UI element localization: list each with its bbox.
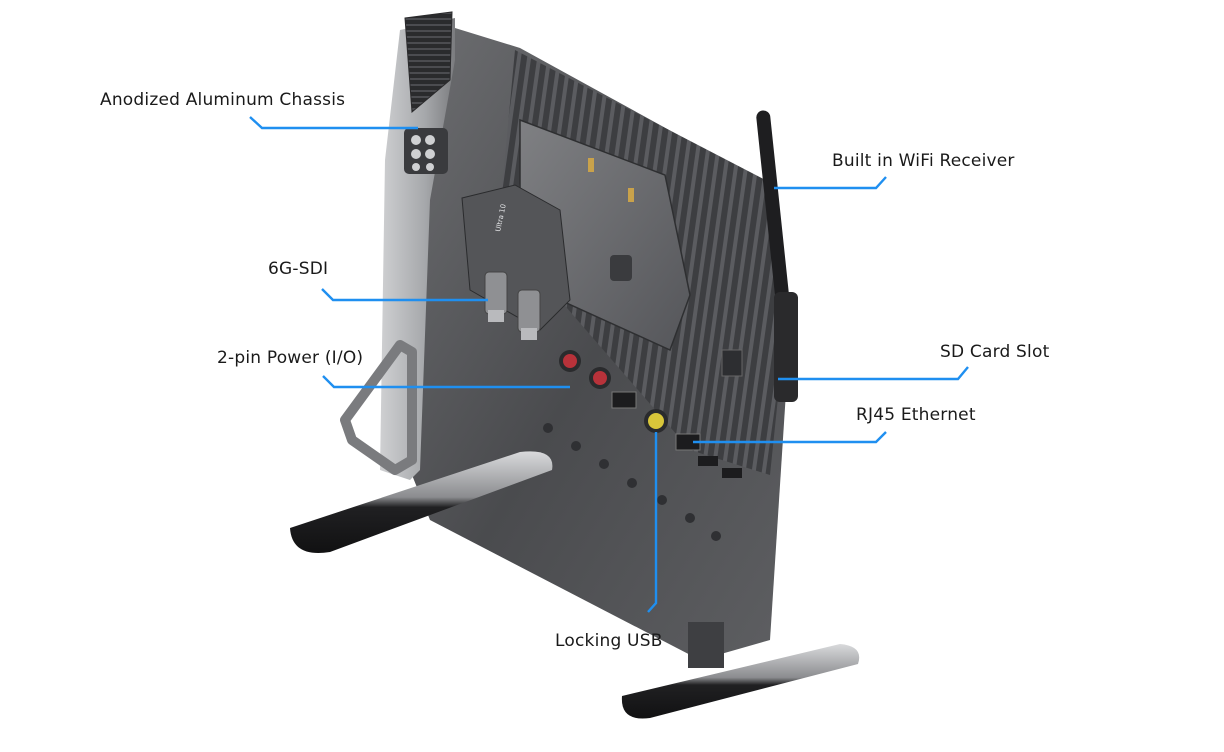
stand-post [688,622,724,668]
battery-pin [588,158,594,172]
power-connectors [559,350,611,389]
leader-lines [249,116,969,613]
stand-foot-right [621,644,860,719]
leader-line-usb [647,432,658,613]
panel-screws [543,423,721,541]
leader-line-sd-card [778,366,969,381]
leader-line-ethernet [693,431,887,444]
wifi-antenna [756,110,798,402]
leader-line-chassis [249,116,418,130]
sdi-connectors [484,271,541,340]
battery-latch [610,255,632,281]
leader-line-wifi [774,176,887,190]
leader-line-power [322,375,570,389]
hdmi-port [722,468,742,478]
usb-connector-ring [648,413,664,429]
leader-line-sdi [321,288,488,302]
ethernet-port-upper [611,391,637,409]
battery-pin [628,188,634,202]
callout-sd-card: SD Card Slot [940,342,1050,362]
callout-power: 2-pin Power (I/O) [217,348,364,368]
callout-sdi: 6G-SDI [268,259,329,279]
stand-foot-left [290,451,553,553]
button-cluster [404,128,448,174]
vent-grille [404,11,453,114]
callout-ethernet: RJ45 Ethernet [856,405,976,425]
hdmi-port [698,456,718,466]
callout-usb: Locking USB [555,631,663,651]
handle-bracket [340,340,417,475]
callout-wifi: Built in WiFi Receiver [832,151,1015,171]
callout-chassis: Anodized Aluminum Chassis [100,90,346,110]
sd-card-slot [721,349,743,377]
